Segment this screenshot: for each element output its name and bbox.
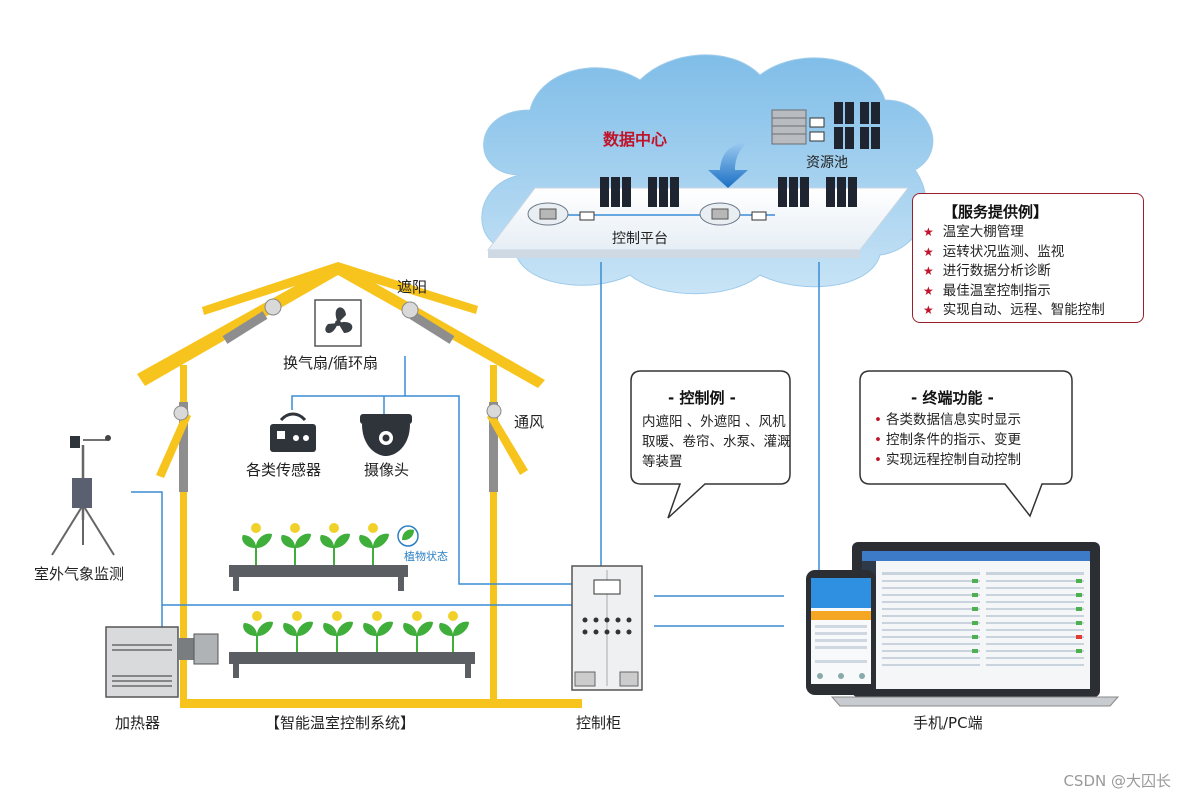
sensor-label: 各类传感器 (246, 461, 322, 479)
camera-label: 摄像头 (364, 461, 410, 479)
heater-icon (105, 626, 219, 698)
heater-label: 加热器 (115, 714, 161, 732)
plant-row-upper (229, 523, 408, 591)
weather-station-icon (51, 435, 115, 556)
plant-status-label: 植物状态 (404, 550, 448, 563)
service-box-title: 【服务提供例】 (943, 203, 1049, 221)
platform-cloud-icons (527, 202, 767, 226)
phone-icon (806, 570, 876, 695)
camera-icon (360, 414, 412, 456)
service-item: ★实现自动、远程、智能控制 (923, 302, 1105, 318)
data-flow-arrow (708, 142, 748, 188)
cloud-connections (600, 262, 820, 572)
fan-icon (314, 299, 362, 347)
control-line: 等装置 (642, 454, 683, 470)
platform-servers (600, 177, 857, 207)
star-icon: ★ (923, 283, 934, 298)
sensor-icon (270, 412, 316, 452)
resource-pool-label: 资源池 (806, 155, 848, 171)
service-item: ★最佳温室控制指示 (923, 282, 1051, 299)
star-icon: ★ (923, 244, 934, 259)
outdoor-weather-label: 室外气象监测 (34, 565, 125, 583)
control-line: 取暖、卷帘、水泵、灌溉 (642, 434, 791, 450)
watermark: CSDN @大囚长 (1063, 772, 1171, 790)
terminal-item: •控制条件的指示、变更 (874, 432, 1021, 448)
service-box: 【服务提供例】 ★温室大棚管理 ★运转状况监测、监视 ★进行数据分析诊断 ★最佳… (912, 193, 1144, 323)
star-icon: ★ (923, 225, 934, 239)
terminal-bubble-shape (859, 370, 1073, 518)
control-line: 内遮阳 、外遮阳 、风机 (642, 414, 786, 430)
plant-status-icon (397, 525, 419, 547)
star-icon: ★ (923, 303, 934, 317)
star-icon: ★ (923, 264, 934, 278)
bullet-icon: • (874, 432, 882, 448)
cabinet-terminal-links (654, 595, 784, 627)
resource-pool-icons (771, 102, 880, 149)
control-bubble-shape (630, 370, 791, 519)
control-bubble-body: 内遮阳 、外遮阳 、风机 取暖、卷帘、水泵、灌溉 等装置 (642, 412, 791, 472)
control-platform-label: 控制平台 (612, 231, 668, 247)
fan-label: 换气扇/循环扇 (283, 354, 379, 372)
vent-label: 通风 (514, 413, 545, 431)
service-item: ★进行数据分析诊断 (923, 263, 1051, 279)
terminal-bubble-title: - 终端功能 - (911, 389, 994, 407)
laptop-icon (830, 542, 1120, 707)
cabinet-label: 控制柜 (576, 714, 622, 732)
control-cabinet-icon (571, 565, 643, 691)
terminal-item: •实现远程控制自动控制 (874, 452, 1021, 468)
terminal-label: 手机/PC端 (913, 714, 983, 732)
service-list: ★温室大棚管理 ★运转状况监测、监视 ★进行数据分析诊断 ★最佳温室控制指示 ★… (923, 223, 1105, 321)
plant-row-lower (229, 611, 475, 678)
bullet-icon: • (874, 452, 882, 468)
data-center-label: 数据中心 (603, 130, 668, 149)
bullet-icon: • (874, 412, 882, 428)
service-item: ★温室大棚管理 (923, 224, 1024, 240)
control-bubble-title: - 控制例 - (668, 389, 736, 407)
terminal-bubble-body: •各类数据信息实时显示 •控制条件的指示、变更 •实现远程控制自动控制 (874, 410, 1021, 470)
service-item: ★运转状况监测、监视 (923, 243, 1065, 260)
greenhouse-frame (137, 262, 582, 708)
system-title-label: 【智能温室控制系统】 (265, 714, 416, 732)
greenhouse-wiring (131, 356, 584, 630)
terminal-item: •各类数据信息实时显示 (874, 412, 1021, 428)
shade-label: 遮阳 (397, 278, 428, 296)
